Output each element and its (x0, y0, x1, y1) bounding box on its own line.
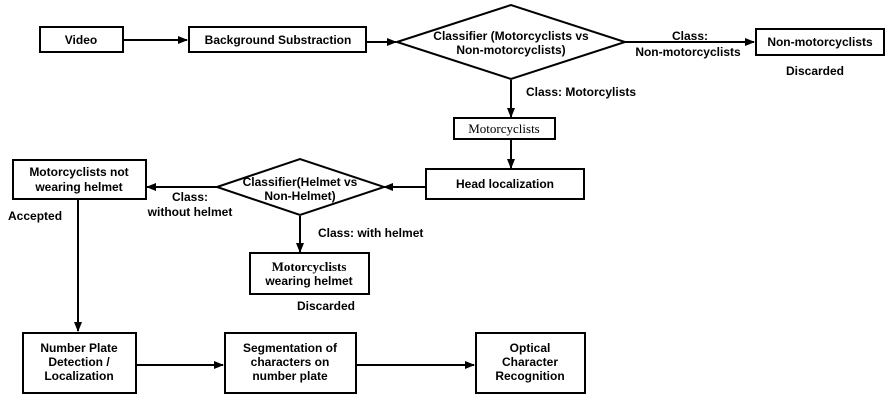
node-non-motorcyclists: Non-motorcyclists (755, 28, 885, 56)
svg-text:Segmentation of: Segmentation of (243, 341, 338, 355)
label-class-non-motorcyclists: Class: (672, 29, 708, 43)
note-accepted: Accepted (8, 209, 62, 223)
node-classifier-motorcyclists: Classifier (Motorcyclists vs Non-motorcy… (393, 3, 629, 81)
label-class-without-helmet: Class: (172, 190, 208, 204)
svg-text:Non-motorcyclists: Non-motorcyclists (767, 35, 873, 49)
svg-text:Non-Helmet): Non-Helmet) (264, 189, 335, 203)
svg-text:wearing helmet: wearing helmet (264, 274, 352, 288)
node-background-substraction: Background Substraction (188, 26, 367, 53)
node-ocr: Optical Character Recognition (475, 332, 586, 394)
svg-text:characters on: characters on (251, 355, 330, 369)
label-class-non-motorcyclists-value: Non-motorcyclists (635, 45, 741, 59)
svg-text:Background Substraction: Background Substraction (205, 33, 352, 47)
node-head-localization: Head localization (425, 168, 585, 200)
svg-text:Classifier(Helmet vs: Classifier(Helmet vs (243, 175, 358, 189)
svg-text:wearing helmet: wearing helmet (34, 180, 122, 194)
svg-text:Number Plate: Number Plate (40, 341, 118, 355)
node-motorcyclists-not-wearing-helmet: Motorcyclists not wearing helmet (12, 159, 147, 200)
svg-text:Non-motorcyclists): Non-motorcyclists) (456, 43, 565, 57)
note-discarded-non-motorcyclists: Discarded (786, 64, 844, 78)
svg-text:Recognition: Recognition (495, 369, 564, 383)
svg-text:Character: Character (502, 355, 558, 369)
node-number-plate-detection: Number Plate Detection / Localization (22, 332, 137, 394)
svg-text:Classifier (Motorcyclists vs: Classifier (Motorcyclists vs (433, 29, 589, 43)
svg-text:Video: Video (65, 33, 97, 47)
node-motorcyclists-wearing-helmet: Motorcyclists wearing helmet (249, 252, 370, 295)
label-class-without-helmet-value: without helmet (147, 205, 233, 219)
node-motorcyclists: Motorcyclists (453, 117, 556, 140)
node-segmentation: Segmentation of characters on number pla… (224, 332, 357, 394)
label-class-with-helmet: Class: with helmet (318, 226, 423, 240)
label-class-motorcylists: Class: Motorcylists (526, 85, 636, 99)
svg-text:Motorcyclists: Motorcyclists (272, 259, 347, 274)
svg-text:Head localization: Head localization (456, 177, 554, 191)
svg-text:Motorcyclists: Motorcyclists (468, 121, 540, 136)
node-video: Video (39, 26, 124, 53)
node-classifier-helmet: Classifier(Helmet vs Non-Helmet) (213, 157, 388, 217)
note-discarded-with-helmet: Discarded (297, 299, 355, 313)
svg-text:number plate: number plate (252, 369, 328, 383)
svg-text:Detection /: Detection / (48, 355, 110, 369)
svg-text:Optical: Optical (510, 341, 551, 355)
svg-text:Localization: Localization (44, 369, 113, 383)
svg-text:Motorcyclists not: Motorcyclists not (29, 165, 128, 179)
